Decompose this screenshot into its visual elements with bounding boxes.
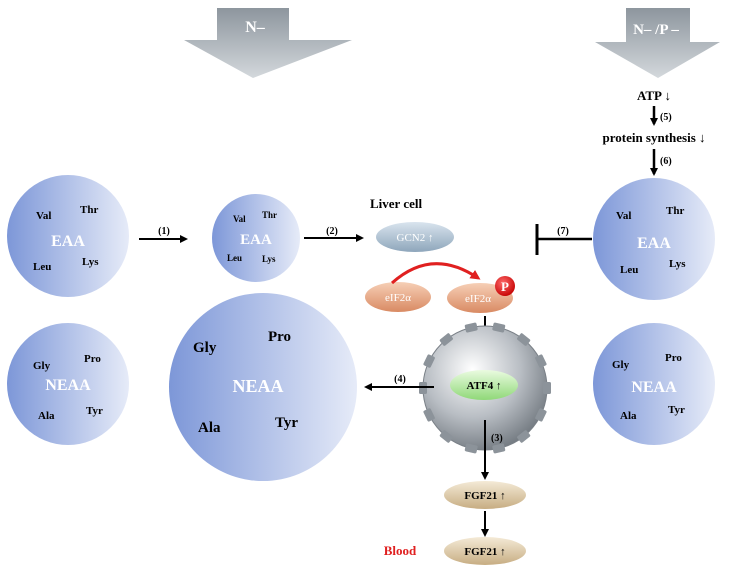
nucleus-tooth <box>439 430 453 443</box>
nucleus-tooth <box>517 430 531 443</box>
n-p-minus-arrow: N– /P – <box>595 8 720 78</box>
eaa-right-circle: Val Thr EAA Leu Lys <box>593 178 715 300</box>
gcn2-label: GCN2 ↑ <box>397 232 434 244</box>
fgf21-cell-oval: FGF21 ↑ <box>444 481 526 509</box>
eaa-right-leu: Leu <box>620 264 638 276</box>
gcn2-oval: GCN2 ↑ <box>376 222 454 252</box>
atf4-label: ATF4 ↑ <box>467 380 502 392</box>
eaa-left-lys: Lys <box>82 256 99 268</box>
neaa-right-circle: Gly Pro NEAA Ala Tyr <box>593 323 715 445</box>
neaa-left-tyr: Tyr <box>86 405 103 417</box>
fgf21-cell-label: FGF21 ↑ <box>464 490 505 502</box>
eaa-left-thr: Thr <box>80 204 98 216</box>
eaa-left-leu: Leu <box>33 261 51 273</box>
step5-label: (5) <box>660 112 672 123</box>
neaa-right-ala: Ala <box>620 410 637 422</box>
eaa-right-lys: Lys <box>669 258 686 270</box>
eaa-small-circle: Val Thr EAA Leu Lys <box>212 194 300 282</box>
eaa-small-leu: Leu <box>227 253 242 263</box>
fgf21-blood-oval: FGF21 ↑ <box>444 537 526 565</box>
neaa-big-ala: Ala <box>198 420 221 436</box>
eaa-left-circle: Val Thr EAA Leu Lys <box>7 175 129 297</box>
neaa-big-circle: Gly Pro NEAA Ala Tyr <box>169 293 357 481</box>
neaa-big-pro: Pro <box>268 329 291 345</box>
step1-label: (1) <box>158 226 170 237</box>
eaa-small-lys: Lys <box>262 254 276 264</box>
eaa-right-thr: Thr <box>666 205 684 217</box>
nucleus-tooth <box>517 333 531 346</box>
phosphorylation-arrow <box>390 262 481 285</box>
eif2a-left-label: eIF2α <box>385 292 411 304</box>
step4-label: (4) <box>394 374 406 385</box>
neaa-left-title: NEAA <box>45 377 91 394</box>
liver-cell-label: Liver cell <box>370 196 422 211</box>
step2-label: (2) <box>326 226 338 237</box>
protein-synthesis-label: protein synthesis ↓ <box>602 130 705 145</box>
neaa-right-gly: Gly <box>612 359 630 371</box>
n-p-minus-label: N– /P – <box>633 22 679 38</box>
neaa-left-circle: Gly Pro NEAA Ala Tyr <box>7 323 129 445</box>
atp-label: ATP ↓ <box>637 88 671 103</box>
step3-label: (3) <box>491 433 503 444</box>
eaa-left-title: EAA <box>51 233 85 250</box>
neaa-left-gly: Gly <box>33 360 51 372</box>
nucleus-tooth <box>464 322 478 333</box>
nucleus: ATF4 ↑ <box>419 322 551 454</box>
atf4-oval <box>450 370 518 400</box>
eaa-right-val: Val <box>616 210 632 222</box>
nucleus-tooth <box>423 408 435 422</box>
n-minus-label: N– <box>245 19 266 36</box>
nucleus-tooth <box>535 408 547 422</box>
neaa-big-tyr: Tyr <box>275 415 298 431</box>
nucleus-teeth <box>419 322 551 454</box>
neaa-right-pro: Pro <box>665 352 682 364</box>
step6-label: (6) <box>660 156 672 167</box>
eaa-right-title: EAA <box>637 235 671 252</box>
eaa-small-val: Val <box>233 214 246 224</box>
phospho-label: P <box>501 279 509 294</box>
nucleus-tooth <box>439 333 453 346</box>
neaa-right-tyr: Tyr <box>668 404 685 416</box>
step7-label: (7) <box>557 226 569 237</box>
nucleus-tooth <box>492 443 506 454</box>
eaa-left-val: Val <box>36 210 52 222</box>
phospho-badge: P <box>495 276 515 296</box>
n-minus-arrow: N– <box>184 8 352 78</box>
neaa-big-title: NEAA <box>232 376 283 396</box>
nucleus-tooth <box>492 322 506 333</box>
neaa-right-title: NEAA <box>631 379 677 396</box>
eaa-small-title: EAA <box>240 232 272 248</box>
blood-label: Blood <box>384 543 417 558</box>
neaa-left-ala: Ala <box>38 410 55 422</box>
nucleus-tooth <box>464 443 478 454</box>
eif2a-right-label: eIF2α <box>465 293 491 305</box>
neaa-big-gly: Gly <box>193 340 217 356</box>
nucleus-tooth <box>423 354 435 368</box>
fgf21-blood-label: FGF21 ↑ <box>464 546 505 558</box>
neaa-left-pro: Pro <box>84 353 101 365</box>
eif2a-left-oval: eIF2α <box>365 282 431 312</box>
nucleus-tooth <box>543 382 551 394</box>
eaa-small-thr: Thr <box>262 210 277 220</box>
nucleus-tooth <box>535 354 547 368</box>
